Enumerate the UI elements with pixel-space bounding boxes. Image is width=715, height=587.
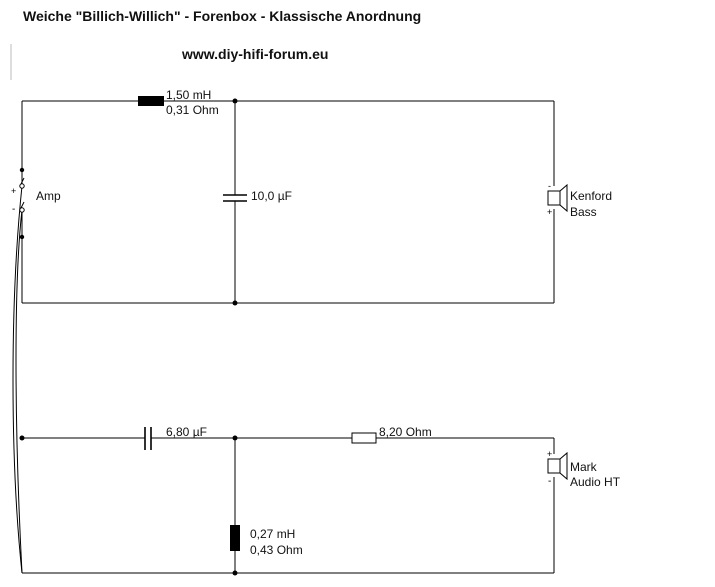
tweeter-speaker-name-line1: Mark [570, 460, 597, 474]
bass-speaker-name-line1: Kenford [570, 189, 613, 203]
bass-circuit [21, 100, 555, 304]
tweeter-inductor [230, 525, 240, 551]
tweeter-inductor-resistance: 0,43 Ohm [250, 543, 303, 557]
tweeter-capacitor [144, 427, 152, 450]
bass-inductor [138, 96, 164, 106]
bass-capacitor-value: 10,0 µF [251, 189, 292, 203]
tweeter-capacitor-value: 6,80 µF [166, 425, 207, 439]
tweeter-speaker-plus: + [547, 449, 552, 459]
tweeter-inductor-value: 0,27 mH [250, 527, 296, 541]
amp-plus-sign: + [11, 186, 16, 196]
bass-capacitor [223, 194, 247, 202]
page-title: Weiche "Billich-Willich" - Forenbox - Kl… [23, 8, 422, 24]
tweeter-resistor [351, 432, 377, 444]
tweeter-speaker-icon [547, 451, 568, 481]
bass-inductor-value: 1,50 mH [166, 88, 212, 102]
amp-minus-sign: - [12, 204, 15, 215]
bass-speaker-icon [547, 183, 568, 213]
bass-speaker-name-line2: Bass [570, 205, 597, 219]
bass-speaker-minus: - [548, 181, 551, 191]
bass-junctions [232, 98, 238, 306]
tweeter-speaker-minus: - [548, 476, 551, 487]
amp-label: Amp [36, 189, 61, 203]
amp-terminal-dots [19, 167, 25, 240]
tweeter-resistor-value: 8,20 Ohm [379, 425, 432, 439]
bass-speaker-plus: + [547, 207, 552, 217]
tweeter-circuit [22, 437, 555, 574]
bass-inductor-resistance: 0,31 Ohm [166, 103, 219, 117]
tweeter-speaker-name-line2: Audio HT [570, 475, 621, 489]
amp-terminals [12, 170, 25, 574]
tweeter-junctions [19, 435, 238, 576]
website-url: www.diy-hifi-forum.eu [182, 46, 329, 62]
